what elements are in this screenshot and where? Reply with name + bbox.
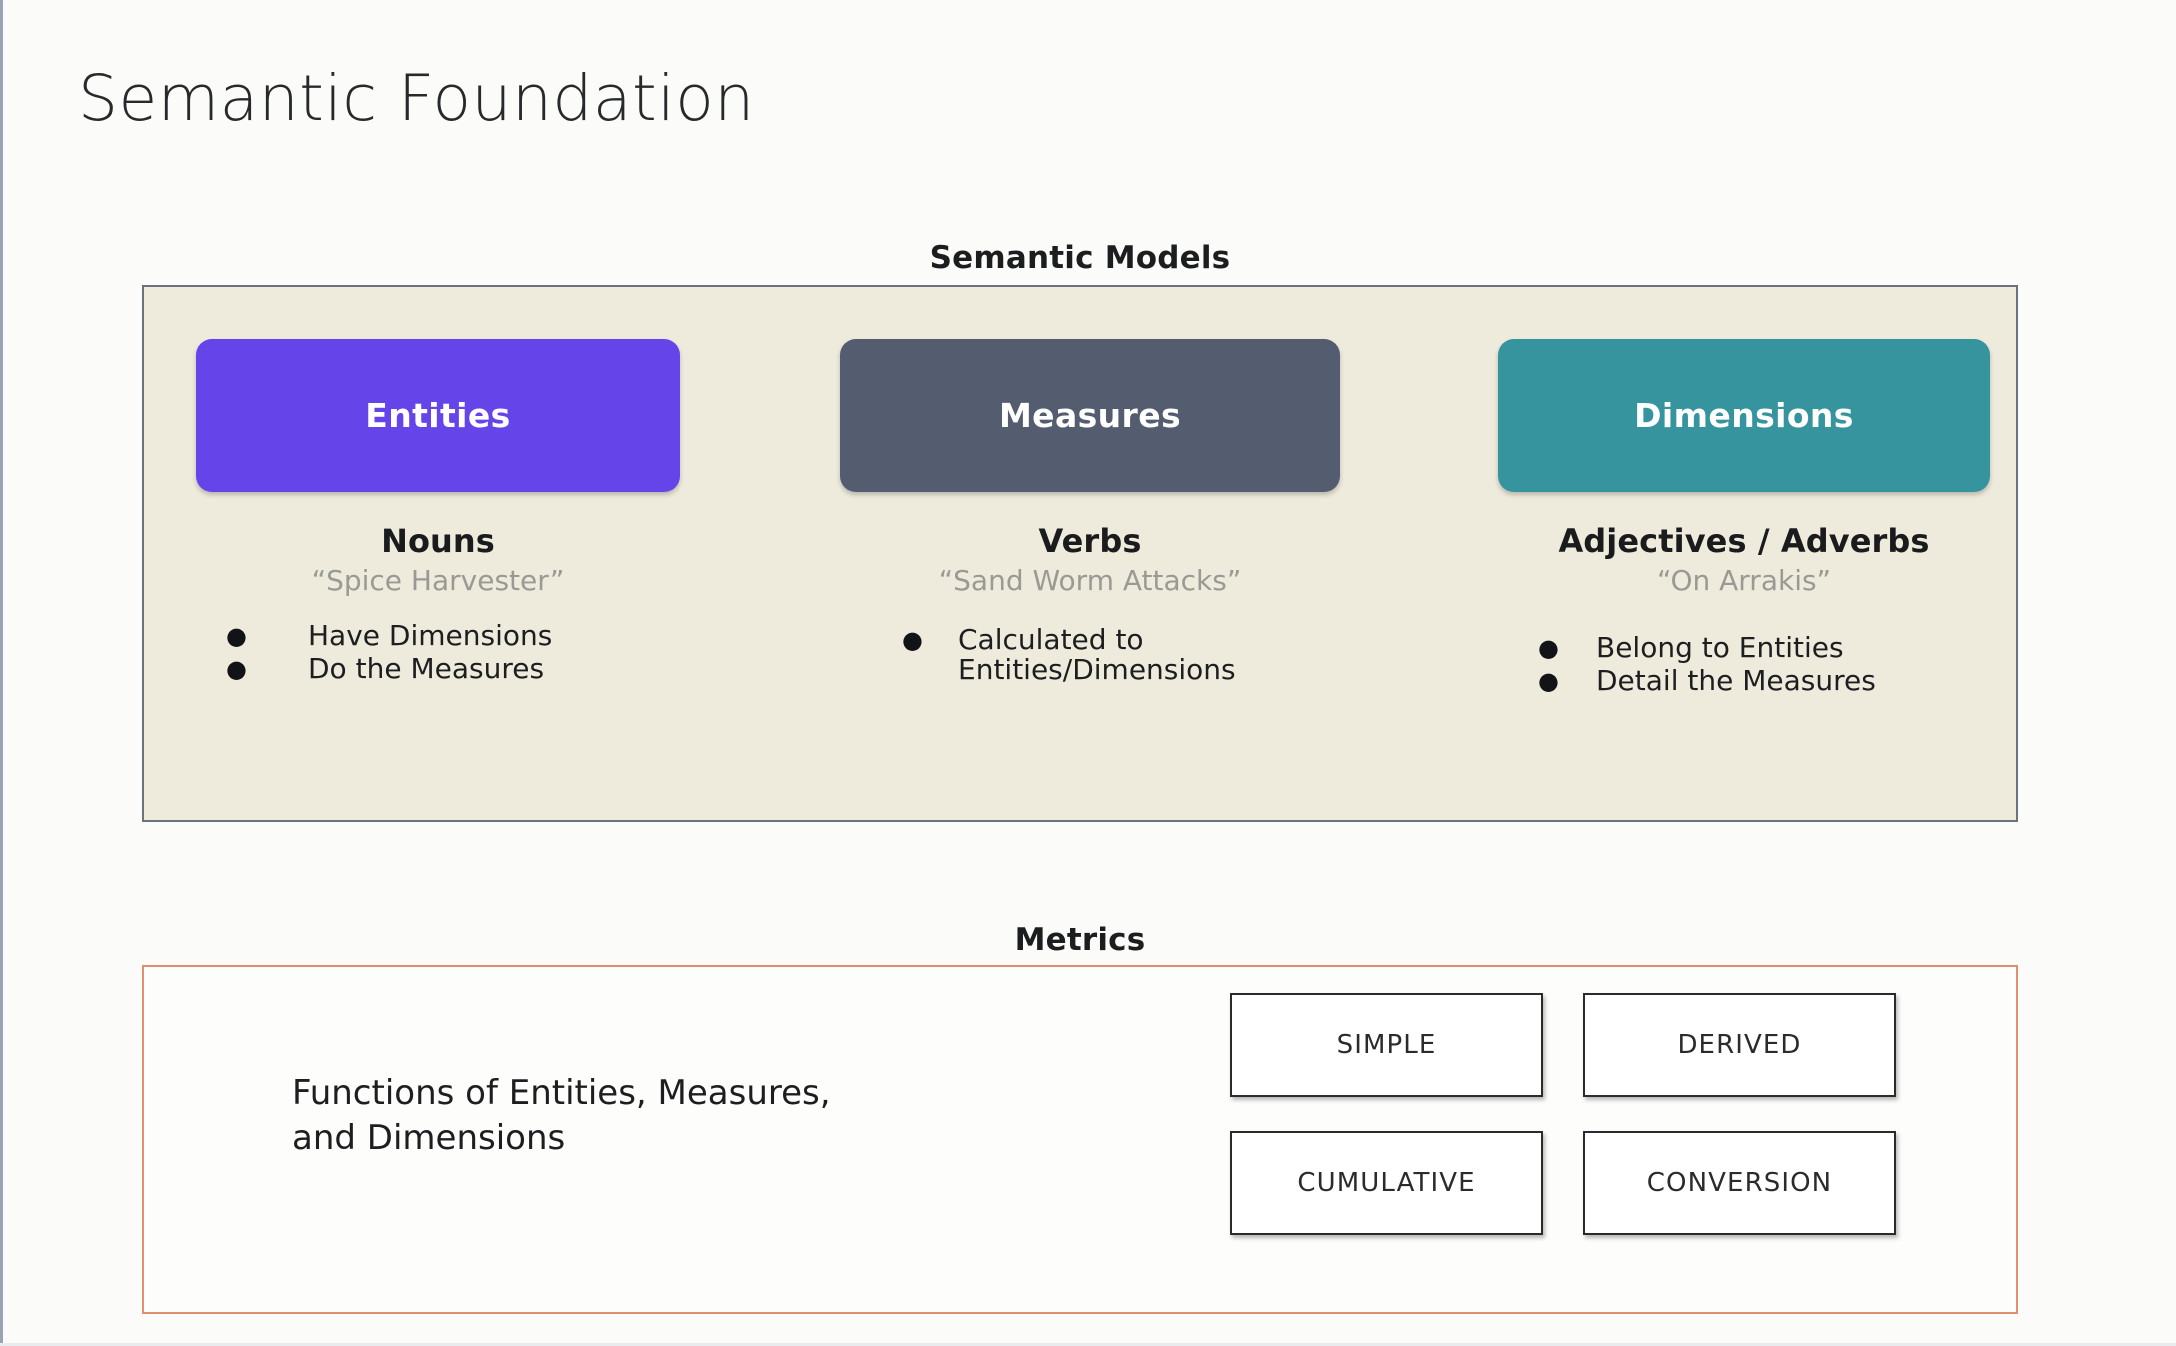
- metric-type-conversion[interactable]: CONVERSION: [1583, 1131, 1896, 1235]
- semantic-models-panel: Entities Nouns “Spice Harvester” ● Have …: [142, 285, 2018, 822]
- page-title: Semantic Foundation: [78, 62, 755, 135]
- metric-type-derived[interactable]: DERIVED: [1583, 993, 1896, 1097]
- list-item: ● Do the Measures: [226, 654, 680, 684]
- list-item: ● Detail the Measures: [1538, 666, 1990, 696]
- entities-card[interactable]: Entities: [196, 339, 680, 492]
- metric-type-simple[interactable]: SIMPLE: [1230, 993, 1543, 1097]
- list-item-label: Do the Measures: [308, 652, 545, 685]
- list-item: ● Belong to Entities: [1538, 633, 1990, 663]
- measures-bullet-list: ● Calculated to Entities/Dimensions: [840, 623, 1340, 686]
- dimensions-example: “On Arrakis”: [1656, 564, 1832, 597]
- dimensions-part-of-speech: Adjectives / Adverbs: [1558, 522, 1930, 560]
- model-column-entities: Entities Nouns “Spice Harvester” ● Have …: [196, 287, 680, 820]
- entities-part-of-speech: Nouns: [381, 522, 495, 560]
- list-item-label: Calculated to Entities/Dimensions: [958, 623, 1236, 686]
- bullet-icon: ●: [902, 626, 923, 654]
- list-item-label: Belong to Entities: [1596, 631, 1844, 664]
- metrics-label: Metrics: [1014, 922, 1146, 958]
- measures-part-of-speech: Verbs: [1038, 522, 1142, 560]
- metric-type-label: CUMULATIVE: [1297, 1168, 1476, 1198]
- list-item-label: Detail the Measures: [1596, 664, 1876, 697]
- slide-bottom-edge: [0, 1343, 2176, 1346]
- list-item: ● Calculated to Entities/Dimensions: [902, 623, 1340, 686]
- metrics-description: Functions of Entities, Measures, and Dim…: [292, 1073, 831, 1158]
- metric-type-cumulative[interactable]: CUMULATIVE: [1230, 1131, 1543, 1235]
- slide-left-edge: [0, 0, 3, 1346]
- semantic-models-label: Semantic Models: [929, 240, 1231, 276]
- metrics-type-grid: SIMPLE DERIVED CUMULATIVE CONVERSION: [1230, 993, 1896, 1235]
- metric-type-label: CONVERSION: [1646, 1168, 1833, 1198]
- measures-card[interactable]: Measures: [840, 339, 1340, 492]
- measures-card-label: Measures: [998, 396, 1182, 435]
- bullet-icon: ●: [1538, 667, 1559, 695]
- list-item-label: Have Dimensions: [308, 619, 553, 652]
- entities-bullet-list: ● Have Dimensions ● Do the Measures: [196, 621, 680, 684]
- dimensions-card[interactable]: Dimensions: [1498, 339, 1990, 492]
- bullet-icon: ●: [1538, 634, 1559, 662]
- bullet-icon: ●: [226, 655, 247, 683]
- entities-card-label: Entities: [365, 396, 511, 435]
- entities-example: “Spice Harvester”: [311, 564, 565, 597]
- metric-type-label: DERIVED: [1677, 1030, 1802, 1060]
- bullet-icon: ●: [226, 622, 247, 650]
- list-item: ● Have Dimensions: [226, 621, 680, 651]
- model-column-dimensions: Dimensions Adjectives / Adverbs “On Arra…: [1498, 287, 1990, 820]
- metrics-panel: Functions of Entities, Measures, and Dim…: [142, 965, 2018, 1314]
- model-column-measures: Measures Verbs “Sand Worm Attacks” ● Cal…: [840, 287, 1340, 820]
- measures-example: “Sand Worm Attacks”: [938, 564, 1242, 597]
- metric-type-label: SIMPLE: [1336, 1030, 1437, 1060]
- dimensions-card-label: Dimensions: [1634, 396, 1854, 435]
- dimensions-bullet-list: ● Belong to Entities ● Detail the Measur…: [1498, 633, 1990, 696]
